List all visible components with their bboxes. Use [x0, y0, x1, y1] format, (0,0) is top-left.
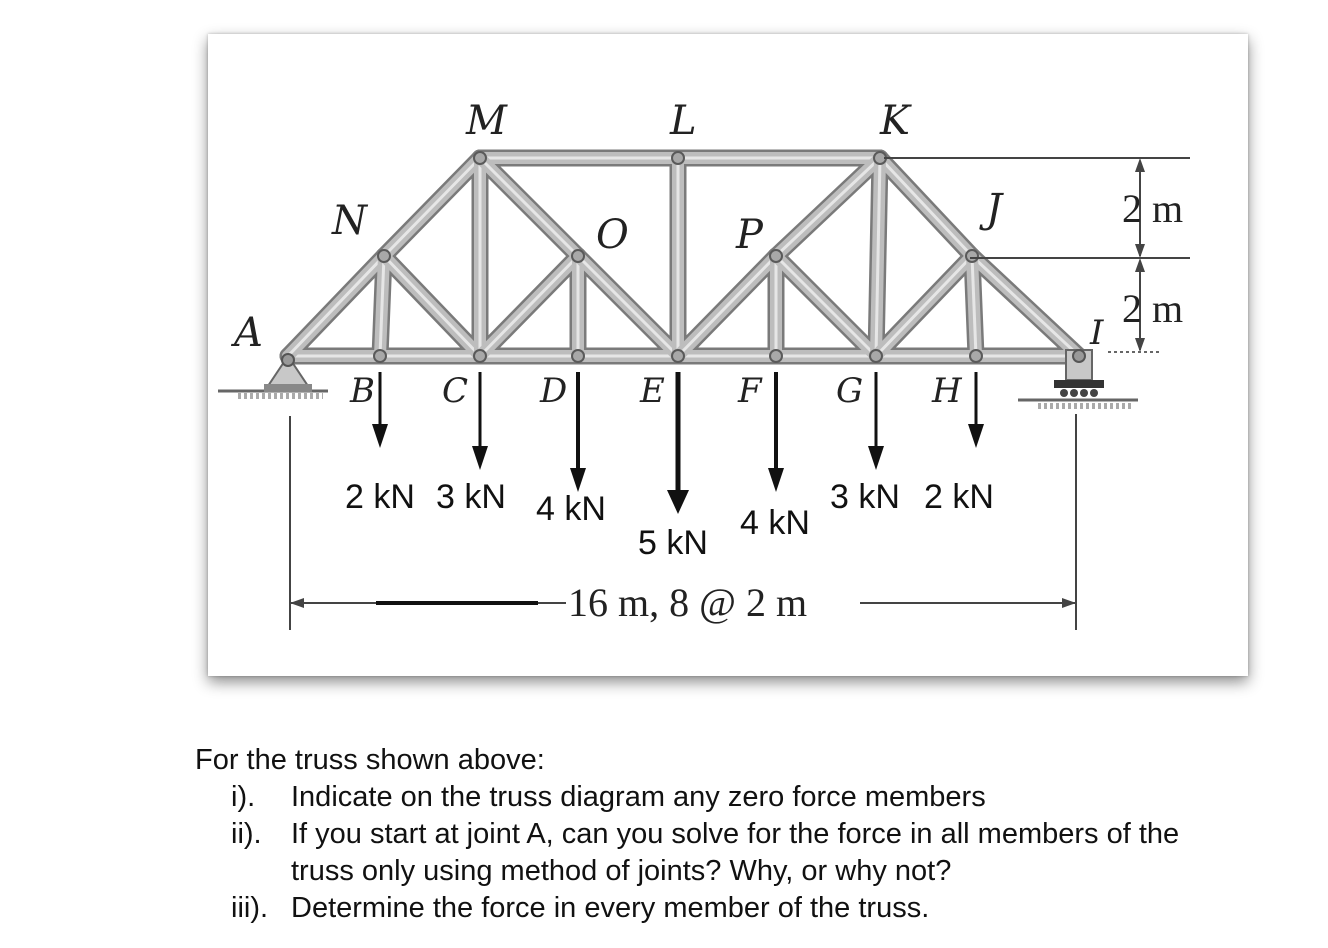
load-label-E: 5 kN [638, 524, 708, 562]
truss-diagram: M L K N O P J A I B C D E F G H 2 kN 3 k… [218, 98, 1190, 630]
joint-label-M: M [465, 98, 508, 144]
member-PE-highlight [676, 254, 778, 358]
joint-label-K: K [879, 98, 912, 144]
load-label-B: 2 kN [345, 478, 415, 516]
joint-label-I: I [1089, 313, 1104, 353]
question-item-1-number: i). [231, 781, 256, 813]
joint-label-N: N [331, 198, 369, 244]
load-arrows [372, 372, 984, 514]
load-arrow-G-head [868, 446, 884, 470]
question-item-2-number: ii). [231, 818, 262, 850]
joint-pin-H [969, 349, 983, 363]
member-PG-highlight [774, 254, 878, 358]
load-label-D: 4 kN [536, 490, 606, 528]
right-ground [1018, 398, 1138, 409]
roller-support-I [1054, 349, 1104, 397]
joint-pin-G [869, 349, 883, 363]
load-arrow-E-head [667, 490, 689, 514]
question-item-2-text: If you start at joint A, can you solve f… [291, 818, 1180, 850]
joint-pin-B [373, 349, 387, 363]
member-KP-highlight [774, 156, 882, 258]
load-arrow-H-head [968, 424, 984, 448]
joint-label-E: E [639, 371, 665, 411]
member-JG-highlight [874, 254, 974, 358]
member-NB-highlight [378, 255, 386, 357]
span-dimension-lines [289, 414, 1077, 630]
load-arrow-D-head [570, 468, 586, 492]
joint-pin-O [571, 249, 585, 263]
member-OE-highlight [576, 254, 680, 358]
joint-label-H: H [931, 371, 963, 411]
question-item-1-text: Indicate on the truss diagram any zero f… [291, 781, 986, 813]
member-KJ-highlight [878, 156, 974, 258]
load-arrow-C-head [472, 446, 488, 470]
load-arrow-F-head [768, 468, 784, 492]
pin-support-A [264, 353, 312, 392]
question-item-3-number: iii). [231, 892, 269, 924]
joint-label-D: D [539, 371, 567, 411]
span-label: 16 m, 8 @ 2 m [568, 580, 807, 625]
member-OC-highlight [478, 254, 580, 358]
question-intro: For the truss shown above: [195, 744, 545, 776]
joint-label-O: O [596, 212, 629, 258]
joint-label-A: A [230, 310, 263, 356]
question-item-3-text: Determine the force in every member of t… [291, 892, 930, 924]
joint-label-L: L [669, 98, 697, 144]
member-JH-highlight [970, 255, 978, 357]
height-dimension-lines [884, 157, 1190, 353]
joint-pin-L [671, 151, 685, 165]
question-text: For the truss shown above: i). Indicate … [195, 742, 1305, 927]
member-AN-highlight [286, 254, 386, 358]
load-label-C: 3 kN [436, 478, 506, 516]
truss-members [279, 149, 1088, 365]
question-item-3: iii). Determine the force in every membe… [195, 890, 1305, 927]
joint-label-G: G [836, 371, 863, 411]
question-item-2: ii). If you start at joint A, can you so… [195, 816, 1305, 890]
joint-pin-M [473, 151, 487, 165]
question-item-1: i). Indicate on the truss diagram any ze… [195, 779, 1305, 816]
joint-label-B: B [349, 371, 375, 411]
joint-pin-N [377, 249, 391, 263]
joint-pin-F [769, 349, 783, 363]
joint-pin-J [965, 249, 979, 263]
load-label-H: 2 kN [924, 478, 994, 516]
member-MO-highlight [478, 156, 580, 258]
member-NM-highlight [382, 156, 482, 258]
joint-pins [373, 151, 983, 363]
joint-pin-E [671, 349, 685, 363]
member-KG-highlight [874, 157, 882, 357]
joint-label-F: F [737, 371, 763, 411]
figure-frame: M L K N O P J A I B C D E F G H 2 kN 3 k… [208, 34, 1248, 676]
joint-pin-P [769, 249, 783, 263]
joint-pin-C [473, 349, 487, 363]
load-label-F: 4 kN [740, 504, 810, 542]
joint-label-J: J [979, 186, 1004, 232]
lower-height-label: 2 m [1122, 286, 1183, 331]
joint-label-C: C [442, 371, 468, 411]
question-item-2-text-cont: truss only using method of joints? Why, … [291, 855, 952, 887]
joint-pin-D [571, 349, 585, 363]
load-arrow-B-head [372, 424, 388, 448]
load-label-G: 3 kN [830, 478, 900, 516]
joint-label-P: P [735, 212, 764, 258]
member-JI-highlight [970, 254, 1081, 358]
upper-height-label: 2 m [1122, 186, 1183, 231]
member-NC-highlight [382, 254, 482, 358]
